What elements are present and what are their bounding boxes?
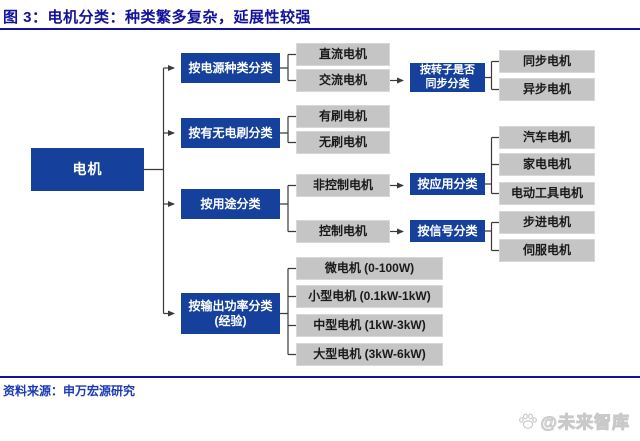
node-micro-motor: 微电机 (0-100W) bbox=[296, 257, 443, 280]
node-brushed-motor: 有刷电机 bbox=[296, 105, 390, 128]
node-synchronous-motor: 同步电机 bbox=[499, 50, 595, 73]
node-power-tool-motor: 电动工具电机 bbox=[499, 182, 595, 205]
node-stepper-motor: 步进电机 bbox=[499, 211, 595, 234]
source-note: 资料来源：申万宏源研究 bbox=[3, 384, 136, 398]
node-by-usage: 按用途分类 bbox=[181, 189, 280, 219]
watermark-text: @未来智库 bbox=[540, 413, 630, 433]
node-by-rotor-sync: 按转子是否 同步分类 bbox=[410, 63, 485, 92]
node-medium-motor: 中型电机 (1kW-3kW) bbox=[296, 314, 443, 337]
node-brushless-motor: 无刷电机 bbox=[296, 131, 390, 154]
node-small-motor: 小型电机 (0.1kW-1kW) bbox=[296, 285, 443, 308]
node-by-application: 按应用分类 bbox=[410, 173, 485, 195]
node-automobile-motor: 汽车电机 bbox=[499, 126, 595, 149]
footer-divider bbox=[0, 376, 640, 378]
node-dc-motor: 直流电机 bbox=[296, 43, 390, 66]
watermark: @未来智库 bbox=[518, 408, 630, 433]
paw-icon bbox=[519, 413, 538, 429]
node-ac-motor: 交流电机 bbox=[296, 69, 390, 92]
node-large-motor: 大型电机 (3kW-6kW) bbox=[296, 343, 443, 366]
node-home-appliance-motor: 家电电机 bbox=[499, 153, 595, 176]
title-divider bbox=[0, 28, 640, 30]
figure-title: 图 3：电机分类：种类繁多复杂，延展性较强 bbox=[3, 9, 312, 26]
node-by-power-source: 按电源种类分类 bbox=[181, 53, 280, 83]
node-motor-root: 电机 bbox=[31, 148, 144, 191]
node-servo-motor: 伺服电机 bbox=[499, 239, 595, 262]
node-non-control-motor: 非控制电机 bbox=[296, 174, 390, 197]
node-control-motor: 控制电机 bbox=[296, 220, 390, 243]
node-by-brush: 按有无电刷分类 bbox=[181, 118, 280, 148]
node-by-output-power: 按输出功率分类 (经验) bbox=[181, 293, 280, 334]
node-by-signal: 按信号分类 bbox=[410, 220, 485, 242]
node-asynchronous-motor: 异步电机 bbox=[499, 78, 595, 101]
